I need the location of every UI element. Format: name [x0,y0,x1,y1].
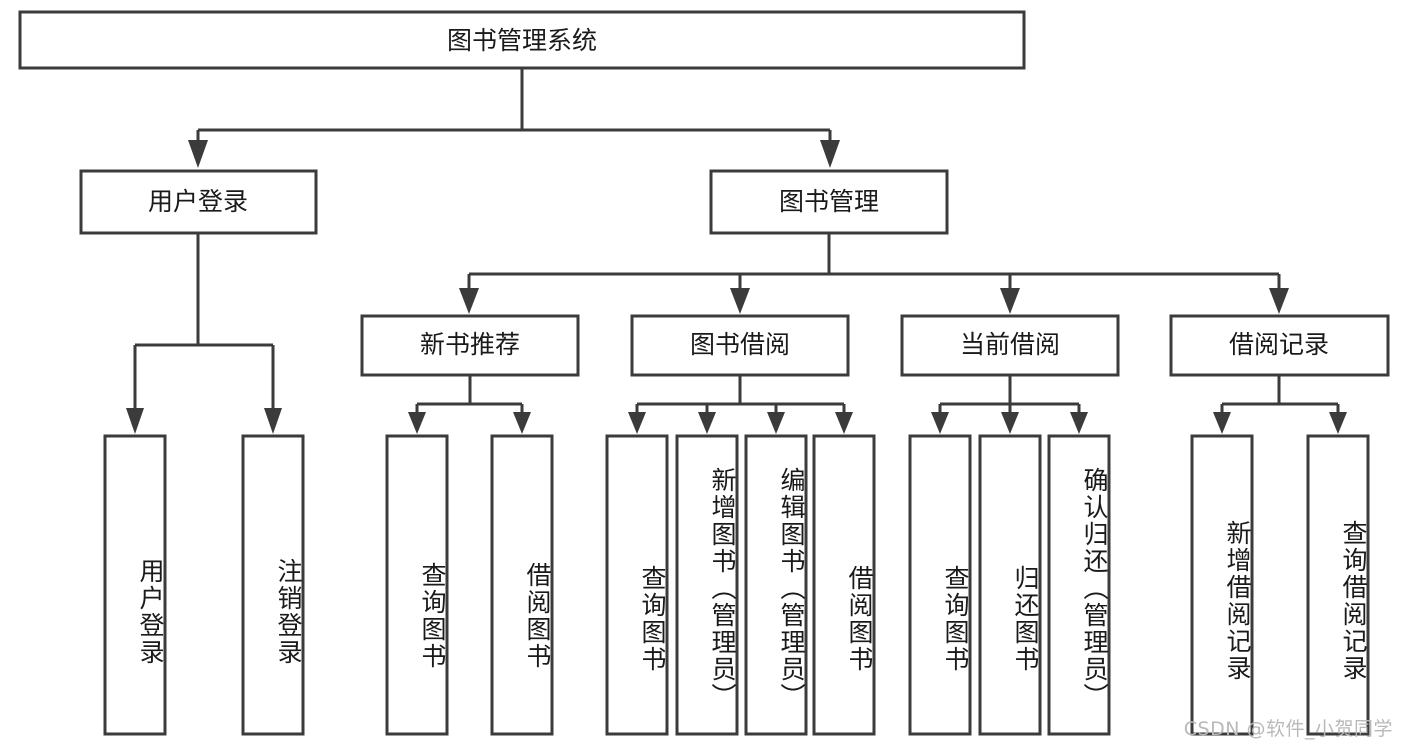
leaf-box-user-login-query[interactable] [103,434,167,736]
node-current-borrow[interactable] [900,314,1120,377]
leaf-box-recommend-borrow-book[interactable] [490,434,554,736]
connector-current-borrow-to-leaves [931,375,1088,434]
node-new-book-recommend-label: 新书推荐 [420,330,520,359]
leaf-box-record-query[interactable] [1306,434,1370,736]
node-current-borrow-label: 当前借阅 [960,330,1060,359]
leaf-box-borrow-edit-book[interactable] [744,434,808,736]
connector-user-login-to-leaves [126,233,282,434]
leaf-box-recommend-query-book[interactable] [385,434,449,736]
connector-book-borrow-to-leaves [628,375,853,434]
leaf-box-current-return-book[interactable] [978,434,1042,736]
leaf-box-current-query-book[interactable] [908,434,972,736]
connector-borrow-record-to-leaves [1213,375,1347,434]
leaf-box-record-add[interactable] [1190,434,1254,736]
leaf-box-borrow-borrow-book[interactable] [812,434,876,736]
leaf-box-current-confirm-return[interactable] [1047,434,1111,736]
leaf-box-borrow-add-book[interactable] [675,434,739,736]
node-book-management-label: 图书管理 [779,187,879,216]
node-borrow-record-label: 借阅记录 [1229,330,1329,359]
node-user-login-label: 用户登录 [148,187,248,216]
connector-book-management-to-level2 [459,233,1289,314]
leaf-box-borrow-query-book[interactable] [605,434,669,736]
watermark-text: CSDN @软件_小贺同学 [1183,718,1393,740]
node-user-login[interactable] [79,169,318,235]
leaf-box-user-logout[interactable] [241,434,305,736]
node-new-book-recommend[interactable] [360,314,580,377]
node-book-borrow-label: 图书借阅 [690,330,790,359]
connector-new-book-recommend-to-leaves [408,375,531,434]
node-root-label: 图书管理系统 [447,26,597,55]
connector-root-to-level1 [188,68,840,168]
node-root[interactable] [18,10,1026,70]
leaf-boxes [103,434,1370,736]
